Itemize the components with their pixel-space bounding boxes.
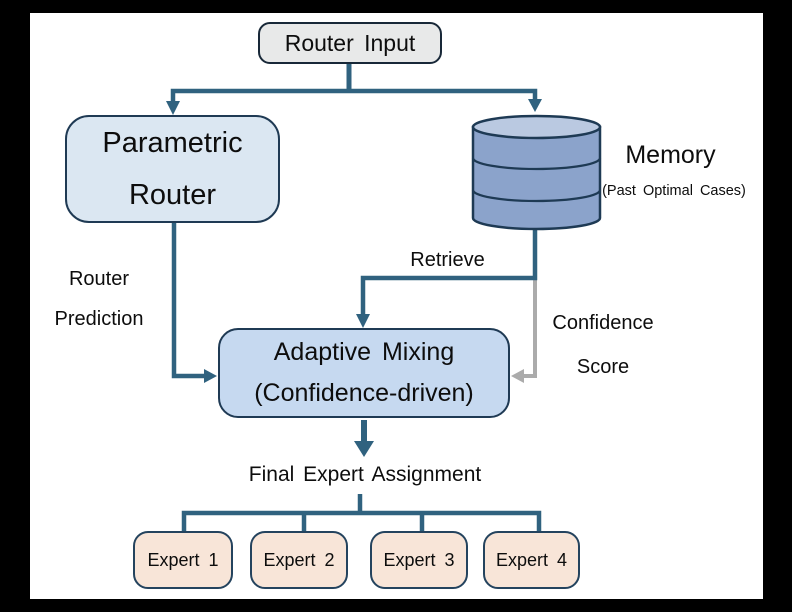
retrieve-label: Retrieve — [410, 249, 485, 271]
node-expert-3: Expert 3 — [370, 531, 468, 589]
arrowhead-retrieve-icon — [356, 314, 370, 328]
memory-sublabel: (Past Optimal Cases) — [602, 183, 746, 199]
edge-retrieve — [360, 229, 538, 316]
node-router-input: Router Input — [258, 22, 442, 64]
expert-4-label: Expert 4 — [495, 549, 568, 570]
arrowhead-to-parametric-icon — [166, 101, 180, 115]
router-prediction-label: Router Prediction — [35, 259, 163, 339]
final-expert-assignment-label: Final Expert Assignment — [248, 463, 482, 486]
node-parametric-router: Parametric Router — [65, 115, 280, 223]
confidence-score-line1: Confidence — [552, 312, 654, 334]
arrowhead-router-prediction-icon — [204, 369, 217, 383]
edge-router-input-split — [170, 88, 538, 103]
confidence-score-line2: Score — [576, 356, 630, 378]
edge-router-prediction — [171, 223, 204, 379]
node-adaptive-mixing: Adaptive Mixing (Confidence-driven) — [218, 328, 510, 418]
expert-3-label: Expert 3 — [383, 549, 455, 570]
arrowhead-confidence-score-icon — [511, 369, 524, 383]
router-prediction-line2: Prediction — [54, 308, 144, 330]
memory-label: Memory — [625, 141, 716, 169]
node-expert-1: Expert 1 — [133, 531, 233, 589]
node-expert-4: Expert 4 — [483, 531, 580, 589]
parametric-router-label-line1: Parametric — [102, 127, 243, 159]
arrowhead-to-memory-icon — [528, 99, 542, 112]
router-prediction-line1: Router — [68, 268, 130, 290]
router-input-label: Router Input — [284, 29, 416, 56]
diagram-canvas — [30, 13, 763, 599]
adaptive-mixing-label-line1: Adaptive Mixing — [273, 338, 455, 366]
arrowhead-final-icon — [354, 441, 374, 457]
memory-cylinder-icon — [471, 114, 602, 231]
confidence-score-label: Confidence Score — [538, 301, 668, 389]
expert-1-label: Expert 1 — [147, 549, 219, 570]
adaptive-mixing-label-line2: (Confidence-driven) — [254, 379, 474, 407]
edge-confidence-score — [524, 278, 537, 378]
edge-expert-fanout-bar — [181, 510, 542, 531]
expert-2-label: Expert 2 — [263, 549, 335, 570]
parametric-router-label-line2: Router — [128, 179, 217, 211]
node-expert-2: Expert 2 — [250, 531, 348, 589]
